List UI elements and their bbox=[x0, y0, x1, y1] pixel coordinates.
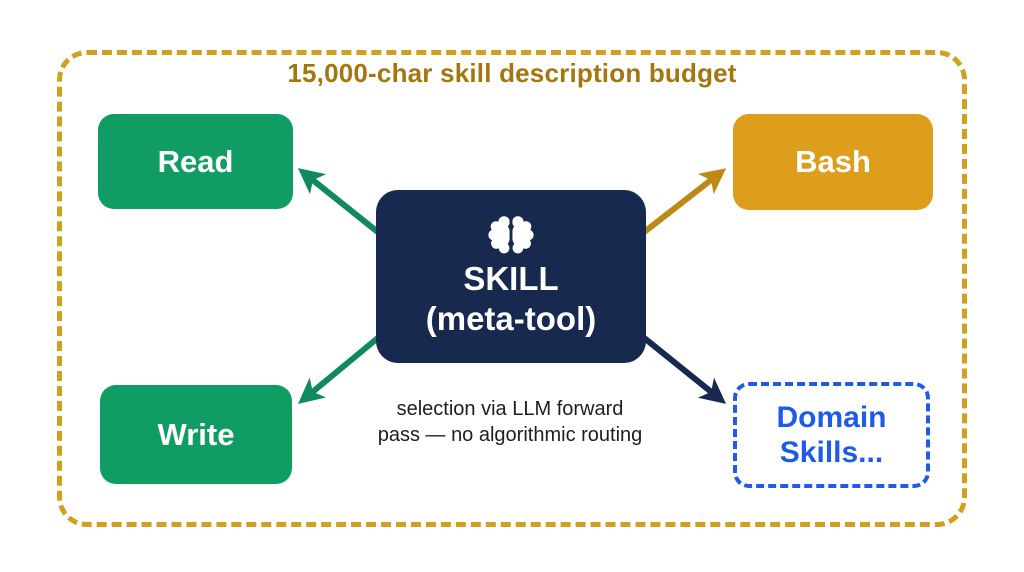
node-bash: Bash bbox=[733, 114, 933, 210]
node-domain-skills-label: Domain Skills... bbox=[776, 400, 887, 469]
node-write-label: Write bbox=[157, 416, 235, 452]
frame-title: 15,000-char skill description budget bbox=[287, 58, 737, 88]
node-read: Read bbox=[98, 114, 293, 209]
center-node-title: SKILL bbox=[463, 259, 559, 297]
node-write: Write bbox=[100, 385, 292, 484]
brain-icon bbox=[488, 214, 534, 255]
node-read-label: Read bbox=[157, 143, 234, 179]
center-node-subtitle: (meta-tool) bbox=[425, 299, 597, 337]
selection-caption: selection via LLM forward pass — no algo… bbox=[377, 398, 643, 447]
budget-frame bbox=[57, 50, 967, 527]
node-domain-skills: Domain Skills... bbox=[733, 382, 930, 488]
node-bash-label: Bash bbox=[795, 144, 871, 179]
node-skill-meta-tool: SKILL (meta-tool) bbox=[376, 190, 646, 363]
